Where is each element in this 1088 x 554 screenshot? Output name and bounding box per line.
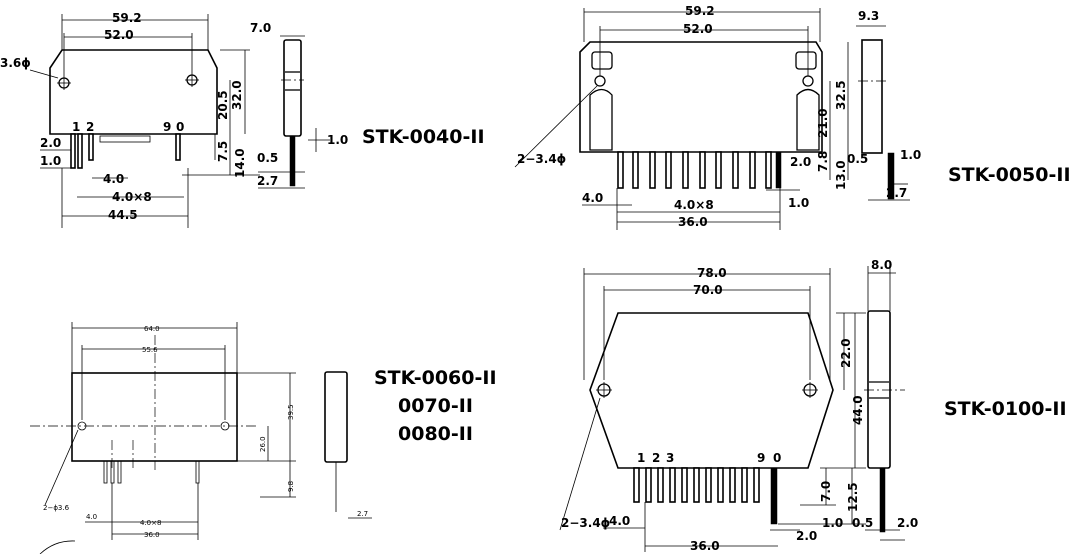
m50-dim-thickness: 9.3 <box>858 9 879 23</box>
m100-pin-label-0: 0 <box>773 451 781 465</box>
m60-dim-lead-span: 36.0 <box>144 531 160 539</box>
m40-model-label: STK-0040-II <box>362 126 485 148</box>
m100-dim-lead-offset: 2.0 <box>897 516 918 530</box>
m50-dim-lead-width: 0.5 <box>847 152 868 166</box>
m40-dim-lead-total: 14.0 <box>233 148 247 178</box>
m100-dim-lead-total: 12.5 <box>846 482 860 512</box>
package-stk-0100: 1 2 3 9 0 78.0 70.0 8.0 22.0 44.0 7.0 12… <box>559 258 1067 553</box>
m40-pin-label-1: 1 <box>72 120 80 134</box>
m40-dim-body-height: 32.0 <box>230 80 244 110</box>
m50-dim-hole-height: 21.0 <box>816 108 830 138</box>
m60-dim-hole-diameter: 2−ϕ3.6 <box>43 504 70 512</box>
m100-dim-lead-height: 7.0 <box>819 481 833 502</box>
m60-body <box>71 372 238 462</box>
m100-pin-label-3: 3 <box>666 451 674 465</box>
m100-dim-thickness: 8.0 <box>871 258 892 272</box>
m50-dim-lead-span: 36.0 <box>678 215 708 229</box>
m50-dim-first-pitch: 2.0 <box>790 155 811 169</box>
m100-dim-hole-diameter: 2−3.4ϕ <box>561 516 610 530</box>
m50-dim-edge: 1.0 <box>788 196 809 210</box>
m50-model-label: STK-0050-II <box>948 164 1071 186</box>
m100-dim-lead-span: 36.0 <box>690 539 720 553</box>
m60-leads <box>103 460 200 484</box>
m50-dim-lead-total: 13.0 <box>834 160 848 190</box>
m40-pin-label-2: 2 <box>86 120 94 134</box>
m40-dim-hole-height: 20.5 <box>216 90 230 120</box>
m100-dim-first-pitch: 2.0 <box>796 529 817 543</box>
m40-side-view <box>283 39 302 137</box>
m40-dim-width-total: 59.2 <box>112 11 142 25</box>
m40-dim-lead-width: 0.5 <box>257 151 278 165</box>
m60-model-label-3: 0080-II <box>398 423 473 445</box>
m100-dim-lead-width: 0.5 <box>852 516 873 530</box>
package-stk-0040: 1 2 9 0 59.2 52.0 3.6ϕ 7.0 32.0 20.5 1.0… <box>0 11 485 228</box>
m50-dim-pitch: 4.0 <box>582 191 603 205</box>
m50-leads <box>617 151 782 189</box>
m50-dim-width-holes: 52.0 <box>683 22 713 36</box>
m100-pin-label-9: 9 <box>757 451 765 465</box>
m40-dim-lead-offset: 2.7 <box>257 174 278 188</box>
m50-dim-lead-offset: 2.7 <box>886 186 907 200</box>
m60-dim-body-height: 39.5 <box>287 404 295 420</box>
m40-dim-lead-thickness: 1.0 <box>327 133 348 147</box>
m100-leads <box>633 467 778 525</box>
m40-pin-label-0: 0 <box>176 120 184 134</box>
m60-dim-width-holes: 55.6 <box>142 346 158 354</box>
package-stk-0060: 64.0 55.6 39.5 26.0 9.8 2.7 2−ϕ3.6 4.0 4… <box>30 322 497 554</box>
m50-dim-lead-height: 7.8 <box>816 151 830 172</box>
m40-leads <box>70 133 181 169</box>
m100-pin-label-1: 1 <box>637 451 645 465</box>
package-stk-0050: 59.2 52.0 9.3 32.5 21.0 7.8 13.0 0.5 1.0… <box>514 4 1071 230</box>
m40-dim-edge: 1.0 <box>40 154 61 168</box>
m100-dim-top-height: 22.0 <box>839 338 853 368</box>
m100-dim-body-height: 44.0 <box>851 395 865 425</box>
m60-dim-lead-offset: 2.7 <box>357 510 368 518</box>
m50-dim-pitch-x8: 4.0×8 <box>674 198 714 212</box>
m100-model-label: STK-0100-II <box>944 398 1067 420</box>
m60-dim-width-total: 64.0 <box>144 325 160 333</box>
m40-dim-width-holes: 52.0 <box>104 28 134 42</box>
m40-pin-label-9: 9 <box>163 120 171 134</box>
m50-side-view <box>861 39 883 154</box>
m50-dim-hole-diameter: 2−3.4ϕ <box>517 152 566 166</box>
m60-model-label-2: 0070-II <box>398 395 473 417</box>
m40-dim-thickness: 7.0 <box>250 21 271 35</box>
m40-dim-hole-diameter: 3.6ϕ <box>0 56 31 70</box>
m60-side-view <box>324 371 348 463</box>
m40-dim-first-pitch: 2.0 <box>40 136 61 150</box>
m40-dim-pitch-x8: 4.0×8 <box>112 190 152 204</box>
m60-dim-lead-height: 9.8 <box>287 481 295 492</box>
m60-dim-pitch: 4.0 <box>86 513 97 521</box>
m40-dim-lead-height: 7.5 <box>216 141 230 162</box>
m100-side-view <box>867 310 891 469</box>
m40-dim-pitch: 4.0 <box>103 172 124 186</box>
m60-dim-hole-height: 26.0 <box>259 436 267 452</box>
m100-pin-label-2: 2 <box>652 451 660 465</box>
m100-dim-width-total: 78.0 <box>697 266 727 280</box>
m100-dim-edge: 1.0 <box>822 516 843 530</box>
m50-dim-lead-thickness: 1.0 <box>900 148 921 162</box>
m40-dim-lead-span: 44.5 <box>108 208 138 222</box>
m100-dim-width-holes: 70.0 <box>693 283 723 297</box>
m100-dim-pitch: 4.0 <box>609 514 630 528</box>
m50-body <box>579 41 823 153</box>
m50-dim-width-total: 59.2 <box>685 4 715 18</box>
m60-model-label-1: STK-0060-II <box>374 367 497 389</box>
m60-dim-pitch-x8: 4.0×8 <box>140 519 161 527</box>
m100-body <box>589 312 834 469</box>
m50-dim-body-height: 32.5 <box>834 80 848 110</box>
